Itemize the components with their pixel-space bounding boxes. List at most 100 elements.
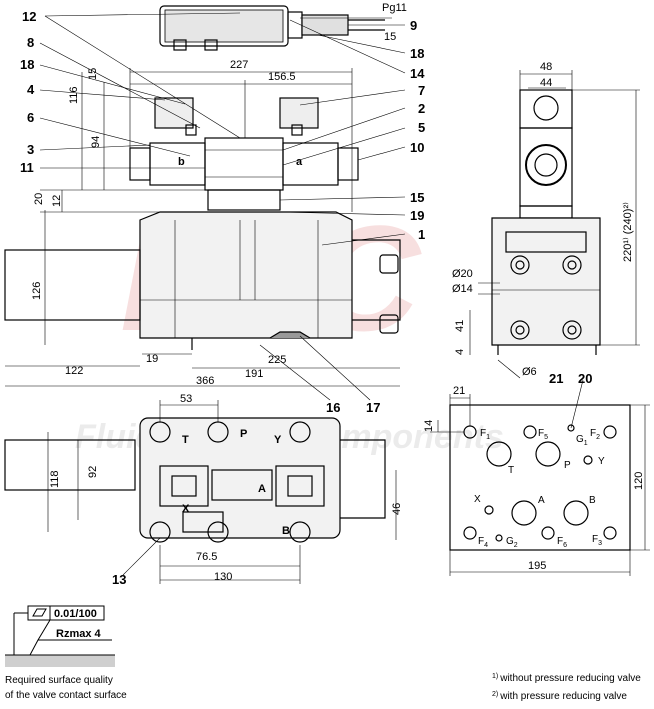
callout-17: 17 <box>366 400 380 415</box>
plate-label-X: X <box>474 494 481 505</box>
plate-label-F6: F6 <box>557 536 567 549</box>
hole-F6 <box>541 526 555 540</box>
dim-122: 122 <box>65 365 83 377</box>
dim-126: 126 <box>31 282 43 300</box>
solenoid-a-label: a <box>296 156 303 168</box>
plate-label-G2: G2 <box>506 536 518 549</box>
main-right-cap <box>352 239 401 321</box>
hole-F5 <box>523 425 537 439</box>
bottom-view-dim-lines <box>47 400 397 584</box>
dim-118: 118 <box>49 470 61 488</box>
bottom-port-A: A <box>258 483 266 495</box>
side-view <box>491 89 601 355</box>
callout-8: 8 <box>27 35 34 50</box>
dim-15-top: 15 <box>384 31 396 43</box>
footnotes: 1)without pressure reducing valve 2)with… <box>492 673 641 702</box>
plate-label-P: P <box>564 460 571 471</box>
dim-4: 4 <box>454 349 466 355</box>
plate-label-T: T <box>508 465 514 476</box>
callout-12: 12 <box>22 9 36 24</box>
plate-label-G1: G1 <box>576 434 588 447</box>
coil-nut-b <box>129 147 151 181</box>
dim-76-5: 76.5 <box>196 551 217 563</box>
bottom-left-cap <box>4 439 136 491</box>
callout-4: 4 <box>27 82 35 97</box>
dim-phi14: Ø14 <box>452 283 473 295</box>
main-valve-body <box>139 211 353 339</box>
solenoid-a <box>282 142 339 186</box>
hole-F3 <box>603 526 617 540</box>
dim-191: 191 <box>245 368 263 380</box>
plate-label-F2: F2 <box>590 428 600 441</box>
dim-44: 44 <box>540 77 552 89</box>
hole-P <box>535 441 561 467</box>
dim-53: 53 <box>180 393 192 405</box>
dim-220: 220¹⁾ (240)²⁾ <box>622 202 634 262</box>
hole-F4 <box>463 526 477 540</box>
dim-366: 366 <box>196 375 214 387</box>
dim-130: 130 <box>214 571 232 583</box>
bottom-bolt-3 <box>289 421 311 443</box>
dim-116: 116 <box>68 86 80 104</box>
dim-92: 92 <box>87 466 99 478</box>
coil-nut-a <box>337 147 359 181</box>
bottom-port-B: B <box>282 525 290 537</box>
dim-phi20: Ø20 <box>452 268 473 280</box>
footnote-1: 1)without pressure reducing valve <box>492 673 641 684</box>
bottom-bolt-6 <box>289 521 311 543</box>
callout-5: 5 <box>418 120 425 135</box>
hole-A <box>511 500 537 526</box>
dim-225: 225 <box>268 354 286 366</box>
flatness-value: 0.01/100 <box>54 608 97 620</box>
dim-12: 12 <box>51 195 63 207</box>
callout-3: 3 <box>27 142 34 157</box>
surface-quality-symbol <box>5 605 115 667</box>
side-bolt-2 <box>562 255 582 275</box>
surface-hatch <box>5 655 115 667</box>
callout-7: 7 <box>418 83 425 98</box>
dim-15-front: 15 <box>87 68 99 80</box>
callout-10: 10 <box>410 140 424 155</box>
plate-label-F4: F4 <box>478 536 488 549</box>
callout-20: 20 <box>578 371 592 386</box>
bottom-body <box>139 417 341 539</box>
dim-227: 227 <box>230 59 248 71</box>
surface-caption-1: Required surface quality <box>5 675 113 686</box>
dim-20: 20 <box>33 193 45 205</box>
connector-b <box>154 97 194 129</box>
front-view-dim-lines <box>5 68 400 387</box>
callout-1: 1 <box>418 227 425 242</box>
plate-label-Y: Y <box>598 456 605 467</box>
dim-pg11: Pg11 <box>382 2 407 14</box>
callout-15: 15 <box>410 190 424 205</box>
plate-label-B: B <box>589 495 596 506</box>
port-plate <box>449 404 631 551</box>
hole-G2 <box>495 534 503 542</box>
dim-48: 48 <box>540 61 552 73</box>
bottom-right-cap <box>340 439 386 519</box>
side-view-dim-lines <box>469 70 640 379</box>
dim-195: 195 <box>528 560 546 572</box>
hole-F2 <box>603 425 617 439</box>
plate-label-F1: F1 <box>480 428 490 441</box>
solenoid-b-label: b <box>178 156 185 168</box>
side-bolt-3 <box>510 320 530 340</box>
bottom-bolt-4 <box>149 521 171 543</box>
side-bolt-4 <box>562 320 582 340</box>
callout-9: 9 <box>410 18 417 33</box>
bottom-port-X: X <box>182 503 190 515</box>
plate-label-A: A <box>538 495 545 506</box>
callout-16: 16 <box>326 400 340 415</box>
bottom-port-Y: Y <box>274 434 282 446</box>
dim-14: 14 <box>423 420 435 432</box>
plate-label-F3: F3 <box>592 534 602 547</box>
bottom-port-T: T <box>182 434 189 446</box>
dim-41: 41 <box>454 320 466 332</box>
locating-pin <box>269 331 311 339</box>
bottom-solenoid-a <box>275 465 325 507</box>
callout-6: 6 <box>27 110 34 125</box>
callout-18-left: 18 <box>20 57 34 72</box>
main-left-cap <box>4 249 141 321</box>
